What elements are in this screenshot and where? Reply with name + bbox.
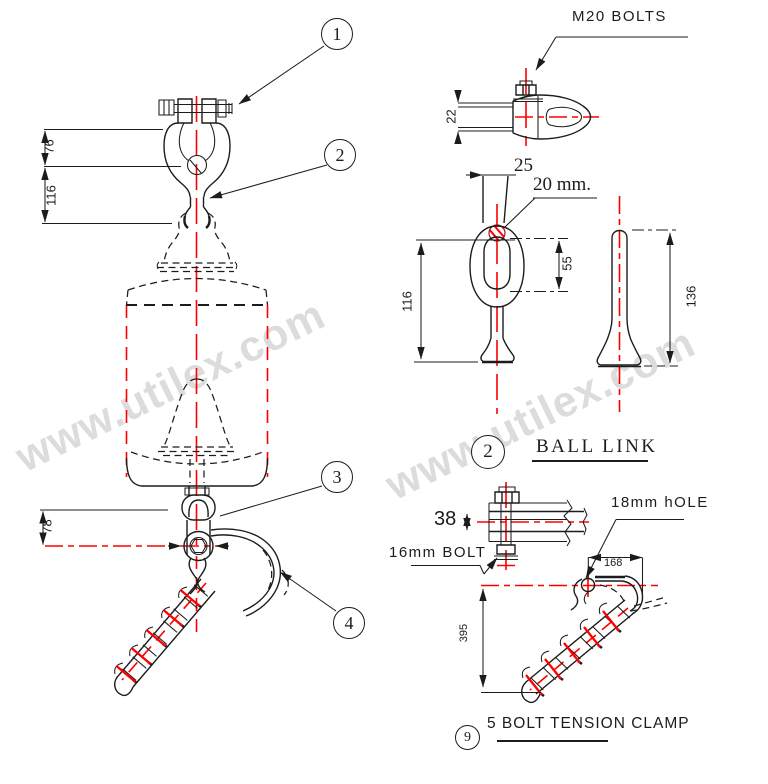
tension-clamp-underline (497, 740, 608, 742)
dim-116-right-label: 116 (399, 291, 415, 312)
hole-18mm-label: 18mm hOLE (611, 494, 709, 511)
clamp-left-bolt-marks (115, 589, 201, 683)
callout-2-ball-link-number: 2 (483, 441, 493, 462)
clamp-right-saddles (521, 602, 608, 679)
callout-4-bubble: 4 (333, 607, 365, 639)
shackle-side-view-drawing (454, 36, 688, 144)
dim-395-label: 395 (458, 623, 470, 643)
callout-2-number: 2 (335, 144, 345, 165)
socket-fitting-drawing (168, 486, 229, 562)
left-dimension-lines (39, 128, 181, 545)
callout-2-bubble: 2 (324, 139, 356, 171)
dim-76-label: 76 (41, 139, 57, 154)
ball-link-front-view-drawing (414, 171, 597, 364)
clamp-right-bolt-marks (525, 610, 620, 696)
tension-clamp-right-drawing (479, 518, 684, 704)
dim-116-left-label: 116 (43, 185, 59, 206)
callout-2-ball-link-bubble: 2 (471, 435, 505, 469)
dim-168-label: 168 (604, 557, 623, 569)
bolt-16mm-label: 16mm BOLT (389, 544, 487, 561)
callout-3-bubble: 3 (321, 461, 353, 493)
ball-link-title: BALL LINK (536, 436, 658, 457)
callout-leader-lines (209, 45, 337, 612)
ball-link-side-view-drawing (596, 229, 682, 368)
dim-136-label: 136 (683, 285, 699, 308)
callout-1-number: 1 (332, 23, 342, 44)
tension-clamp-title: 5 BOLT TENSION CLAMP (487, 715, 690, 732)
dim-55-label: 55 (559, 256, 575, 271)
callout-3-number: 3 (332, 466, 342, 487)
dim-25-label: 25 (514, 155, 533, 176)
callout-4-number: 4 (344, 612, 354, 633)
clamp-left-saddles (114, 586, 188, 675)
clamp-left-nuts (132, 603, 202, 684)
ball-link-underline (532, 460, 648, 462)
tension-clamp-left-drawing (114, 528, 289, 697)
callout-9-bubble: 9 (455, 725, 480, 750)
dim-38-label: 38 (434, 508, 457, 530)
callout-9-number: 9 (464, 729, 471, 745)
clamp-left-rungs (122, 584, 209, 681)
bolt-clevis-detail-drawing (411, 486, 588, 575)
callout-1-bubble: 1 (321, 18, 353, 50)
insulator-drawing (125, 212, 269, 487)
dim-22-label: 22 (443, 109, 459, 124)
note-20mm-label: 20 mm. (533, 174, 592, 195)
top-shackle-drawing (158, 98, 233, 229)
m20-bolts-label: M20 BOLTS (572, 8, 667, 25)
dim-78-label: 78 (39, 519, 55, 534)
